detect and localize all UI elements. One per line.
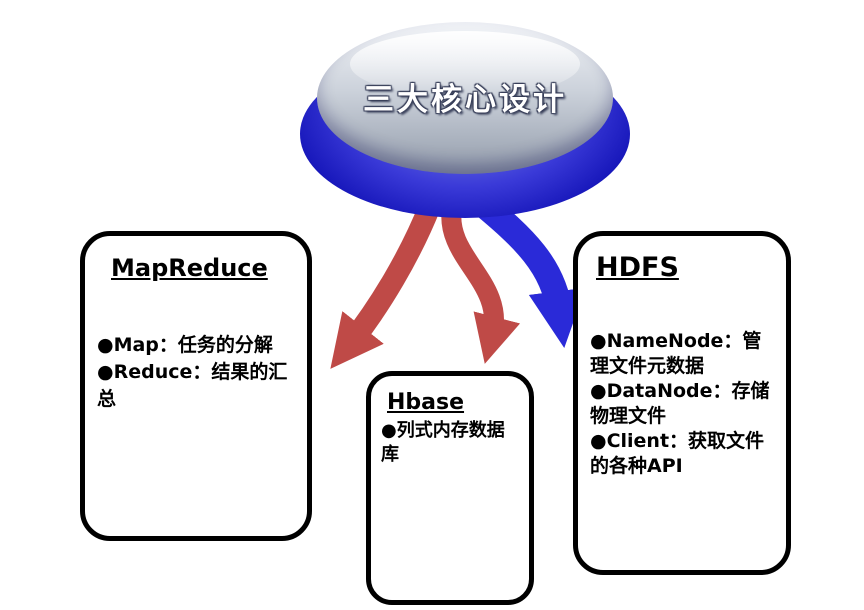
mapreduce-body: ●Map：任务的分解 ●Reduce：结果的汇总 — [97, 332, 295, 413]
hbase-body: ●列式内存数据库 — [381, 419, 519, 468]
core-title: 三大核心设计 — [363, 82, 567, 118]
hdfs-line: ●Client：获取文件的各种API — [590, 430, 765, 478]
hdfs-line: ●DataNode：存储物理文件 — [590, 380, 770, 428]
hbase-box: Hbase ●列式内存数据库 — [366, 371, 534, 605]
mapreduce-line: ●Reduce：结果的汇总 — [97, 360, 288, 410]
core-button-highlight — [350, 31, 580, 97]
hdfs-body: ●NameNode：管理文件元数据 ●DataNode：存储物理文件 ●Clie… — [590, 329, 774, 479]
hbase-title: Hbase — [387, 390, 465, 415]
hdfs-title: HDFS — [596, 252, 679, 283]
mapreduce-line: ●Map：任务的分解 — [97, 334, 273, 356]
mapreduce-box: MapReduce ●Map：任务的分解 ●Reduce：结果的汇总 — [80, 231, 312, 541]
arrow-to-mapreduce — [330, 201, 441, 369]
mapreduce-title: MapReduce — [111, 254, 268, 282]
core-button: 三大核心设计 — [300, 22, 630, 220]
arrow-to-hbase — [441, 206, 521, 364]
hbase-line: ●列式内存数据库 — [381, 420, 505, 466]
hdfs-line: ●NameNode：管理文件元数据 — [590, 330, 762, 378]
hdfs-box: HDFS ●NameNode：管理文件元数据 ●DataNode：存储物理文件 … — [573, 231, 791, 575]
